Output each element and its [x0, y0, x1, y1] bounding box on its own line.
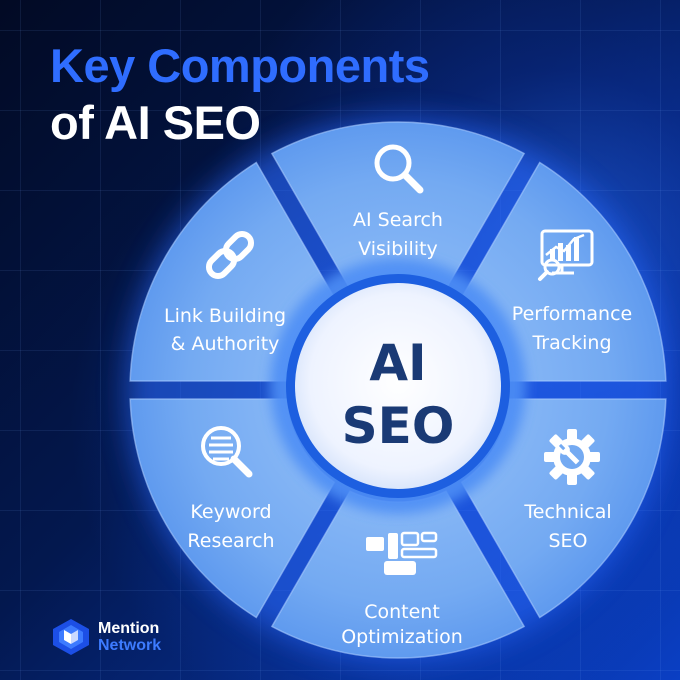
segment-label-performance-line1: Performance: [512, 303, 632, 325]
magnifier-icon: [374, 144, 424, 194]
content-cards-icon: [366, 531, 438, 575]
segment-label-technical-line1: Technical: [523, 501, 611, 523]
segment-label-technical-line2: SEO: [548, 530, 587, 552]
segment-label-ai-search-line1: AI Search: [353, 209, 443, 231]
mention-network-logo: [53, 619, 89, 655]
title-line-2: of AI SEO: [50, 96, 261, 149]
segment-label-keyword-line1: Keyword: [190, 501, 271, 523]
chain-link-icon: [205, 230, 255, 280]
segment-label-keyword-line2: Research: [187, 530, 274, 552]
hub-label-line2: SEO: [342, 397, 455, 455]
segment-label-link-building-line2: & Authority: [171, 333, 280, 355]
segment-label-ai-search-line2: Visibility: [358, 238, 438, 260]
growth-chart-icon: [538, 229, 594, 281]
segment-label-link-building-line1: Link Building: [164, 305, 286, 327]
segment-label-content-line1: Content: [364, 601, 440, 623]
brand-name-line1: Mention: [98, 620, 160, 637]
gear-wrench-icon: [544, 429, 600, 485]
hub-label-line1: AI: [369, 334, 426, 392]
hub-circle: [295, 283, 501, 489]
segment-label-content-line2: Optimization: [341, 626, 463, 648]
brand-name-line2: Network: [98, 637, 162, 654]
segment-label-performance-line2: Tracking: [531, 332, 611, 354]
title-line-1: Key Components: [50, 39, 430, 92]
document-search-icon: [201, 426, 253, 478]
